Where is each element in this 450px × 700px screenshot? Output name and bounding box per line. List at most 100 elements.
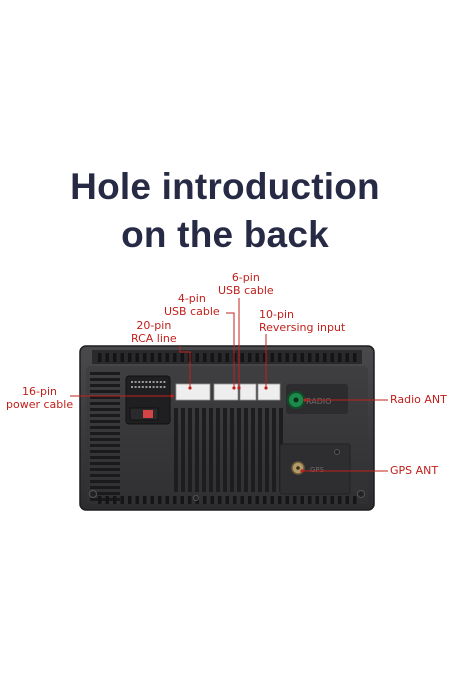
top-vent-slot [135, 353, 139, 362]
top-vent-slot [98, 353, 102, 362]
pin [152, 381, 155, 383]
top-vent-slot [105, 353, 109, 362]
top-vent-slot [263, 353, 267, 362]
usb-6pin-socket-b [239, 383, 257, 401]
pin [152, 386, 155, 388]
fin [195, 408, 199, 492]
pin [149, 381, 151, 383]
fin [223, 408, 227, 492]
top-vent-slot [225, 353, 229, 362]
bottom-vent-slot [240, 496, 244, 504]
screw-mid [193, 495, 199, 501]
side-vent-slot [90, 372, 120, 375]
side-vent-slot [90, 390, 120, 393]
screw-bottom-left [89, 490, 97, 498]
side-vent-slot [90, 450, 120, 453]
bottom-vent-slot [173, 496, 177, 504]
gps-box [279, 443, 351, 495]
left-side-vents [90, 372, 120, 501]
callout-gps-ant: GPS ANT [390, 464, 439, 477]
bottom-vent-slot [323, 496, 327, 504]
pin [159, 381, 162, 383]
side-vent-slot [90, 444, 120, 447]
bottom-vent-slot [188, 496, 192, 504]
fin [174, 408, 178, 492]
bottom-vent-slot [345, 496, 349, 504]
pin [163, 386, 166, 388]
bottom-vent-slot [165, 496, 169, 504]
top-vent-slot [255, 353, 259, 362]
top-vent-slot [278, 353, 282, 362]
callout-radio-ant: Radio ANT [390, 393, 447, 406]
side-vent-slot [90, 378, 120, 381]
top-vent-slot [203, 353, 207, 362]
fin [202, 408, 206, 492]
fin [188, 408, 192, 492]
pin [134, 381, 137, 383]
bottom-vent-slot [98, 496, 102, 504]
bottom-vent-slot [293, 496, 297, 504]
top-vent-slot [270, 353, 274, 362]
fin [258, 408, 262, 492]
side-vent-slot [90, 420, 120, 423]
top-vent-slot [195, 353, 199, 362]
top-vent-slot [330, 353, 334, 362]
side-vent-slot [90, 426, 120, 429]
bottom-vent-slot [135, 496, 139, 504]
pin [159, 386, 162, 388]
top-vent-slot [120, 353, 124, 362]
bottom-vent-slot [353, 496, 357, 504]
top-vent-slot [233, 353, 237, 362]
side-vent-slot [90, 384, 120, 387]
side-vent-slot [90, 468, 120, 471]
pin [141, 386, 144, 388]
side-vent-slot [90, 402, 120, 405]
reversing-10pin-socket [257, 383, 281, 401]
side-vent-slot [90, 462, 120, 465]
pin [131, 381, 133, 383]
top-vent-slot [128, 353, 132, 362]
top-vent-slot [113, 353, 117, 362]
bottom-vent-slot [150, 496, 154, 504]
bottom-vent-slot [248, 496, 252, 504]
pin [156, 381, 159, 383]
pin [145, 381, 148, 383]
bottom-vent-slot [270, 496, 274, 504]
radio-print: RADIO [306, 397, 332, 406]
bottom-vent-slot [120, 496, 124, 504]
screw-bottom-right [357, 490, 365, 498]
pin [163, 381, 166, 383]
side-vent-slot [90, 474, 120, 477]
bottom-vent-slot [105, 496, 109, 504]
pin [138, 386, 141, 388]
bottom-vents [98, 496, 357, 504]
side-vent-slot [90, 498, 120, 501]
top-vent-slot [308, 353, 312, 362]
side-vent-slot [90, 456, 120, 459]
top-vent-slot [158, 353, 162, 362]
top-vent-slot [248, 353, 252, 362]
heatsink-fins [174, 408, 283, 492]
gps-ant-core [296, 466, 300, 470]
pin [131, 386, 133, 388]
top-vent-slot [240, 353, 244, 362]
pin [138, 381, 141, 383]
pin [156, 386, 159, 388]
side-vent-slot [90, 396, 120, 399]
side-vent-slot [90, 480, 120, 483]
bottom-vent-slot [143, 496, 147, 504]
bottom-vent-slot [113, 496, 117, 504]
bottom-vent-slot [255, 496, 259, 504]
leader-20pin [179, 346, 191, 388]
bottom-vent-slot [338, 496, 342, 504]
fin [230, 408, 234, 492]
usb-4pin-socket [175, 383, 211, 401]
top-vent-slot [353, 353, 357, 362]
top-vent-slot [143, 353, 147, 362]
side-vent-slot [90, 486, 120, 489]
